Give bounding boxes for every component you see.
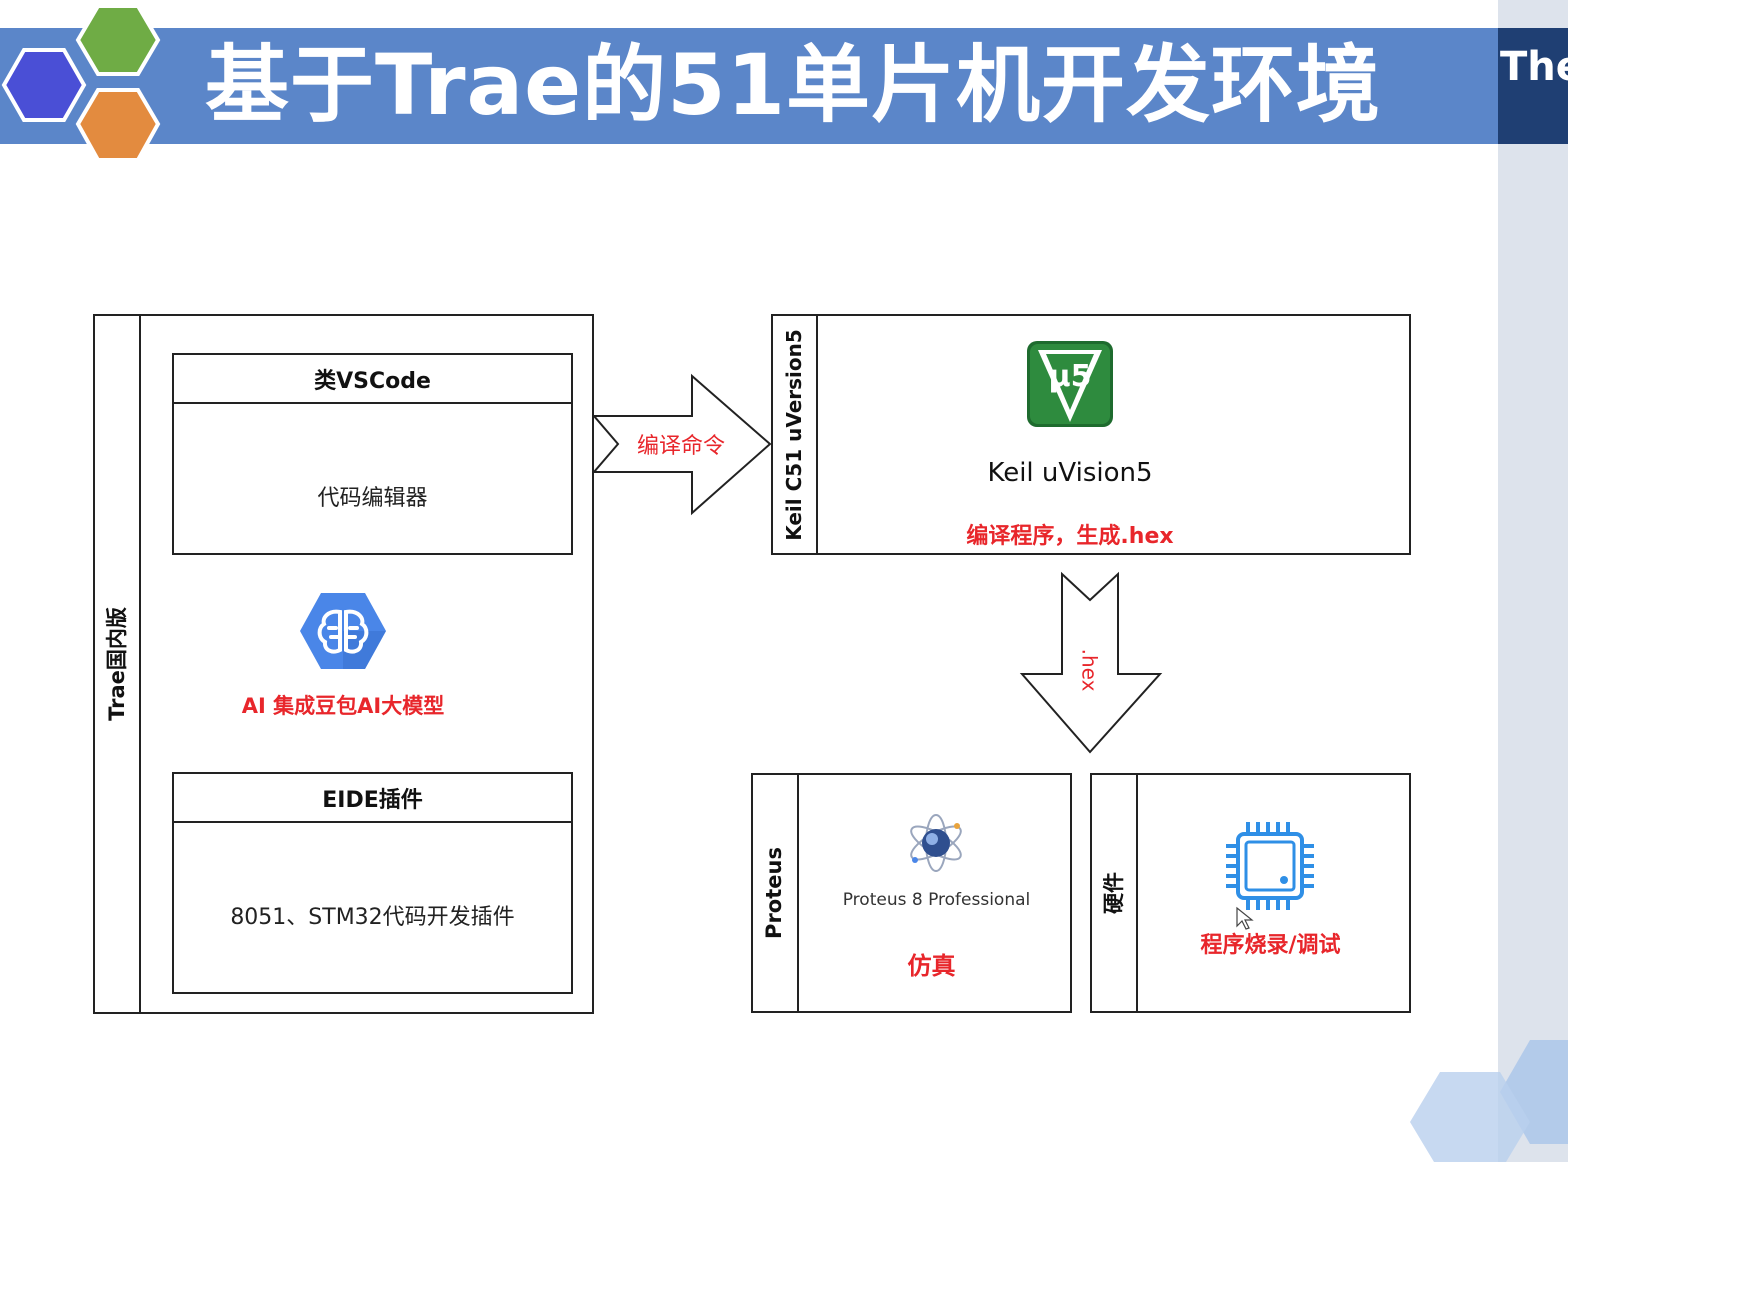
keil-logo-text: µ5 xyxy=(1049,359,1092,394)
title-band xyxy=(0,28,1500,144)
proteus-app-name: Proteus 8 Professional xyxy=(842,890,1031,910)
vscode-header: 类VSCode xyxy=(174,355,571,404)
brain-hexagon-icon xyxy=(300,593,386,669)
hex-arrow-label: .hex xyxy=(1076,648,1101,692)
keil-app-name: Keil uVision5 xyxy=(987,458,1153,488)
eide-body: 8051、STM32代码开发插件 xyxy=(230,905,515,930)
hex-arrow-label-cell: .hex xyxy=(1066,648,1112,692)
proteus-panel xyxy=(751,773,1072,1013)
keil-logo-icon: µ5 xyxy=(1027,341,1113,427)
hex-down-arrow xyxy=(1019,571,1163,754)
trae-panel-divider xyxy=(139,314,141,1014)
decorative-hexagons-bottom-right xyxy=(1410,1040,1568,1162)
proteus-side-label: Proteus xyxy=(762,847,786,939)
hardware-panel xyxy=(1090,773,1411,1013)
ai-caption: AI 集成豆包AI大模型 xyxy=(241,694,445,718)
hardware-panel-divider xyxy=(1136,773,1138,1013)
compile-arrow-label: 编译命令 xyxy=(636,434,725,459)
page-title: 基于Trae的51单片机开发环境 xyxy=(205,36,1382,134)
hexagon-logo-icon xyxy=(1,4,161,162)
proteus-atom-icon xyxy=(910,814,962,872)
keil-side-label-cell: Keil C51 uVersion5 xyxy=(771,314,817,555)
compile-arrow xyxy=(592,373,772,516)
corner-panel: The xyxy=(1498,28,1568,144)
keil-panel-divider xyxy=(816,314,818,555)
hardware-side-label-cell: 硬件 xyxy=(1090,773,1136,1013)
trae-side-label-cell: Trae国内版 xyxy=(93,314,139,1014)
mouse-cursor-icon xyxy=(1236,906,1254,930)
hardware-side-label: 硬件 xyxy=(1102,872,1126,914)
vscode-body: 代码编辑器 xyxy=(317,486,428,511)
proteus-side-label-cell: Proteus xyxy=(751,773,797,1013)
corner-text: The xyxy=(1500,44,1568,90)
chip-icon xyxy=(1226,822,1314,910)
eide-box: EIDE插件 8051、STM32代码开发插件 xyxy=(172,772,573,994)
keil-caption: 编译程序，生成.hex xyxy=(966,524,1174,549)
right-side-strip xyxy=(1498,0,1568,1162)
proteus-caption: 仿真 xyxy=(907,952,956,980)
eide-header: EIDE插件 xyxy=(174,774,571,823)
vscode-box: 类VSCode 代码编辑器 xyxy=(172,353,573,555)
hardware-caption: 程序烧录/调试 xyxy=(1200,933,1341,958)
trae-side-label: Trae国内版 xyxy=(105,607,130,721)
proteus-panel-divider xyxy=(797,773,799,1013)
keil-side-label: Keil C51 uVersion5 xyxy=(782,328,806,541)
